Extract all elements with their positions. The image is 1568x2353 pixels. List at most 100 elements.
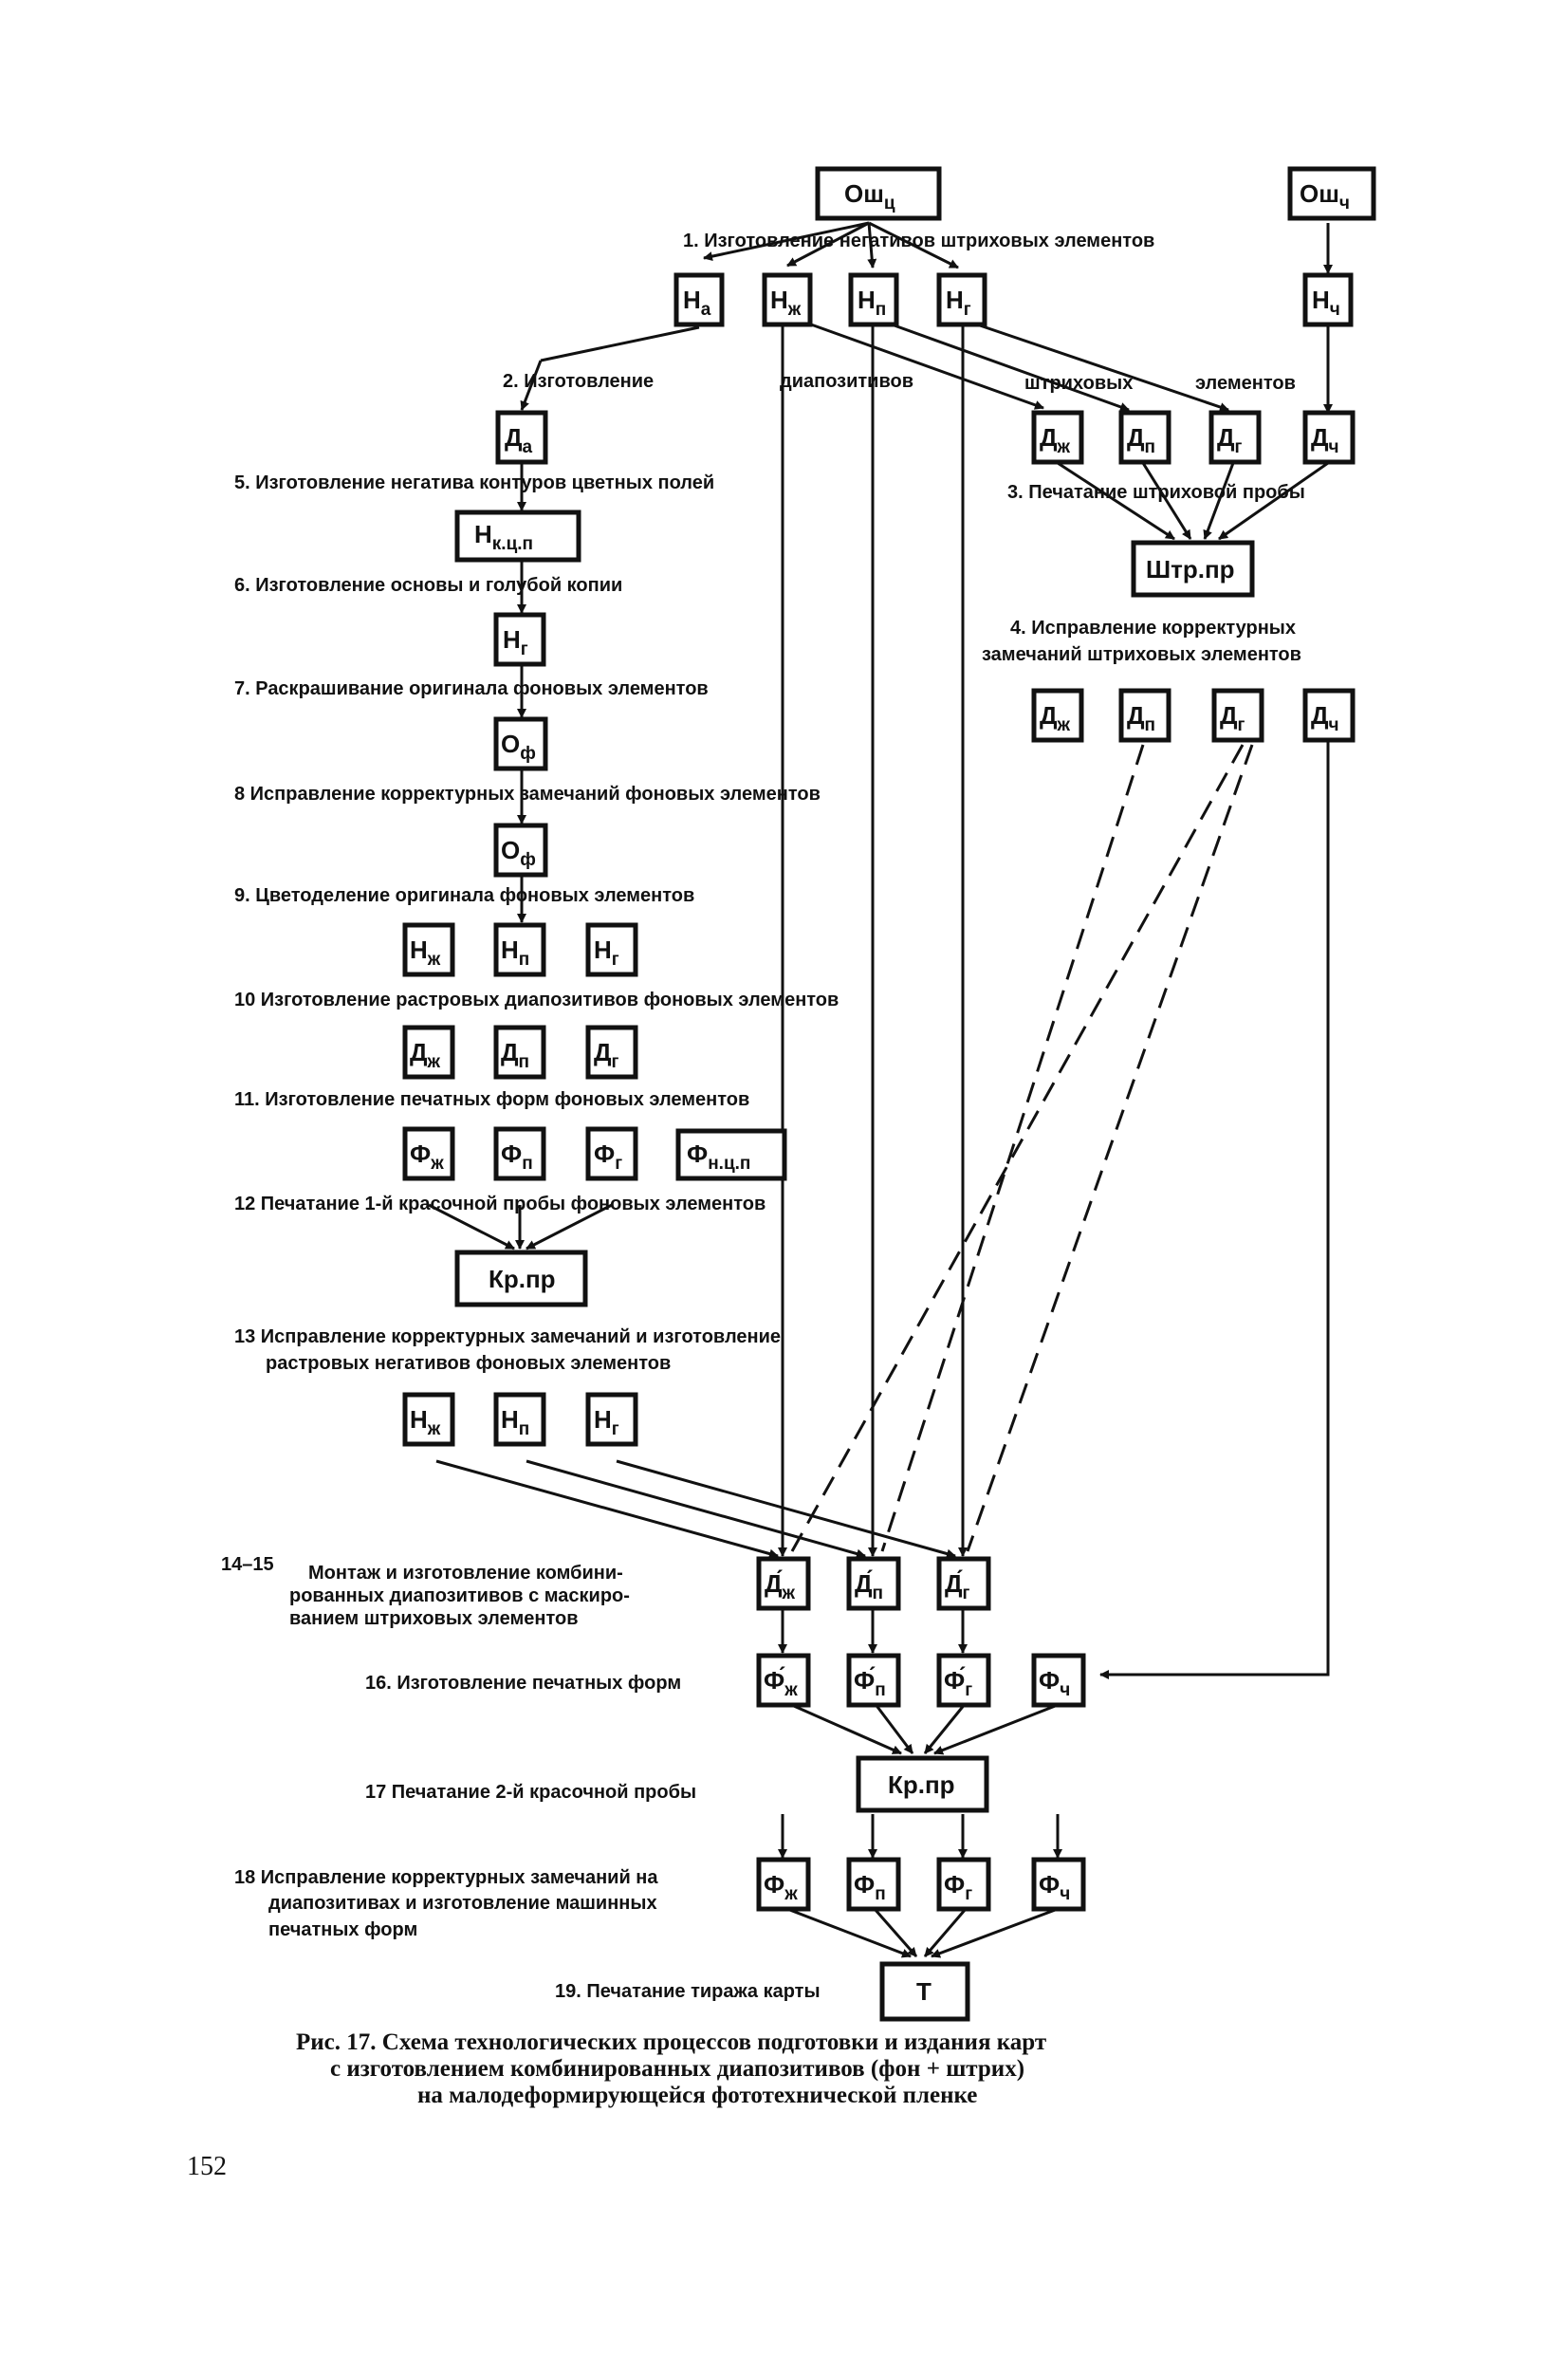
box-d-p: Дп	[1118, 410, 1171, 465]
box-f18-p: Фп	[846, 1857, 901, 1912]
svg-text:Т: Т	[916, 1977, 932, 2006]
svg-text:Дг: Дг	[594, 1038, 619, 1072]
box-d-a: Да	[495, 410, 548, 465]
box-n13-zh: Нж	[402, 1392, 455, 1447]
step-17-label: 17 Печатание 2-й красочной пробы	[365, 1782, 696, 1803]
step-5-label: 5. Изготовление негатива контуров цветны…	[234, 472, 714, 493]
svg-text:Фп: Фп	[854, 1870, 886, 1904]
svg-text:На: На	[683, 286, 711, 320]
step-1-label: 1. Изготовление негативов штриховых элем…	[683, 231, 1154, 251]
box-shtr-pr: Штр.пр	[1131, 540, 1255, 598]
svg-text:Дг: Дг	[1220, 701, 1245, 735]
svg-text:Нк.ц.п: Нк.ц.п	[474, 520, 533, 554]
svg-text:Фг: Фг	[594, 1139, 622, 1174]
step-3-label: 3. Печатание штриховой пробы	[1007, 482, 1305, 503]
svg-text:Дп: Дп	[501, 1038, 529, 1072]
box-kr-pr-2: Кр.пр	[856, 1755, 989, 1813]
box-n9-p: Нп	[493, 922, 546, 977]
step-2-label: 2. Изготовление	[503, 371, 654, 392]
box-f18-g: Фг	[936, 1857, 991, 1912]
step-8-label: 8 Исправление корректурных замечаний фон…	[234, 784, 821, 805]
svg-text:Нг: Нг	[594, 936, 619, 970]
box-f11-zh: Фж	[402, 1126, 455, 1181]
box-d4-p: Дп	[1118, 688, 1171, 743]
svg-text:Ошч: Ошч	[1300, 179, 1350, 213]
box-d14-p: Д́п	[846, 1556, 901, 1611]
step-14-label-a: Монтаж и изготовление комбини-	[308, 1563, 623, 1584]
svg-text:Нг: Нг	[594, 1405, 619, 1439]
svg-text:Ошц: Ошц	[844, 179, 895, 213]
box-f16-ch: Фч	[1031, 1653, 1086, 1708]
svg-text:Ф́г: Ф́г	[944, 1666, 972, 1700]
step-6-label: 6. Изготовление основы и голубой копии	[234, 575, 622, 596]
box-o-f1: Оф	[493, 716, 548, 771]
svg-text:Дп: Дп	[1127, 423, 1155, 457]
box-f16-g: Ф́г	[936, 1653, 991, 1708]
svg-text:Нж: Нж	[770, 286, 802, 320]
svg-text:Фг: Фг	[944, 1870, 972, 1904]
svg-text:Оф: Оф	[501, 836, 536, 870]
box-f11-kcp: Фн.ц.п	[675, 1128, 787, 1181]
step-2-label-c: штриховых	[1024, 373, 1133, 394]
step-9-label: 9. Цветоделение оригинала фоновых элемен…	[234, 885, 694, 906]
box-t: Т	[879, 1961, 970, 2022]
box-n-a: На	[673, 272, 725, 327]
svg-text:Дж: Дж	[1040, 701, 1071, 735]
svg-text:Фп: Фп	[501, 1139, 533, 1174]
svg-text:Фч: Фч	[1039, 1870, 1070, 1904]
box-n-p: Нп	[848, 272, 899, 327]
svg-text:Фж: Фж	[410, 1139, 444, 1174]
step-4-label-a: 4. Исправление корректурных	[1010, 618, 1296, 639]
step-2-label-d: элементов	[1195, 373, 1296, 394]
step-13-label-a: 13 Исправление корректурных замечаний и …	[234, 1326, 781, 1347]
box-d10-zh: Дж	[402, 1025, 455, 1080]
connectors	[428, 221, 1333, 1958]
box-osh-c: Ошц	[815, 166, 942, 221]
box-f11-g: Фг	[585, 1126, 638, 1181]
step-10-label: 10 Изготовление растровых диапозитивов ф…	[234, 990, 839, 1010]
svg-text:Фж: Фж	[764, 1870, 798, 1904]
box-n-kcp: Нк.ц.п	[454, 510, 581, 563]
svg-text:Нг: Нг	[503, 625, 528, 659]
step-labels: 1. Изготовление негативов штриховых элем…	[221, 231, 1305, 2002]
svg-text:Фч: Фч	[1039, 1666, 1070, 1700]
svg-text:Дч: Дч	[1311, 423, 1339, 457]
svg-text:Кр.пр: Кр.пр	[489, 1265, 556, 1293]
box-n-g2: Нг	[493, 612, 546, 667]
svg-text:Нп: Нп	[501, 936, 529, 970]
svg-text:Дп: Дп	[1127, 701, 1155, 735]
svg-text:Штр.пр: Штр.пр	[1146, 555, 1235, 584]
step-2-label-b: диапозитивов	[780, 371, 913, 392]
svg-text:Нж: Нж	[410, 936, 441, 970]
svg-text:Дч: Дч	[1311, 701, 1339, 735]
box-d4-zh: Дж	[1031, 688, 1084, 743]
figure-caption: Рис. 17. Схема технологических процессов…	[296, 2029, 1046, 2108]
box-n13-p: Нп	[493, 1392, 546, 1447]
svg-text:Да: Да	[505, 423, 533, 457]
box-d10-g: Дг	[585, 1025, 638, 1080]
step-11-label: 11. Изготовление печатных форм фоновых э…	[234, 1089, 749, 1110]
page-number: 152	[187, 2152, 227, 2181]
svg-text:Нг: Нг	[946, 286, 971, 320]
box-f16-p: Ф́п	[846, 1653, 901, 1708]
svg-text:Ф́ж: Ф́ж	[764, 1666, 798, 1700]
box-d-ch: Дч	[1302, 410, 1356, 465]
step-19-label: 19. Печатание тиража карты	[555, 1981, 821, 2002]
boxes: Ошц Ошч На Нж Нп Нг Нч Да Дж Дп Дг Дч Нк…	[402, 166, 1376, 2022]
svg-text:Фн.ц.п: Фн.ц.п	[687, 1139, 750, 1174]
box-n-ch: Нч	[1302, 272, 1354, 327]
box-d10-p: Дп	[493, 1025, 546, 1080]
svg-text:Дж: Дж	[410, 1038, 441, 1072]
box-f11-p: Фп	[493, 1126, 546, 1181]
box-d4-g: Дг	[1211, 688, 1264, 743]
box-d4-ch: Дч	[1302, 688, 1356, 743]
box-d14-zh: Д́ж	[756, 1556, 811, 1611]
box-n-zh: Нж	[762, 272, 813, 327]
box-d-g: Дг	[1208, 410, 1262, 465]
box-f18-ch: Фч	[1031, 1857, 1086, 1912]
box-n9-zh: Нж	[402, 922, 455, 977]
caption-line-3: на малодеформирующейся фототехнической п…	[417, 2083, 977, 2108]
svg-text:Д́ж: Д́ж	[765, 1569, 796, 1603]
caption-line-2: с изготовлением комбинированных диапозит…	[330, 2056, 1024, 2082]
